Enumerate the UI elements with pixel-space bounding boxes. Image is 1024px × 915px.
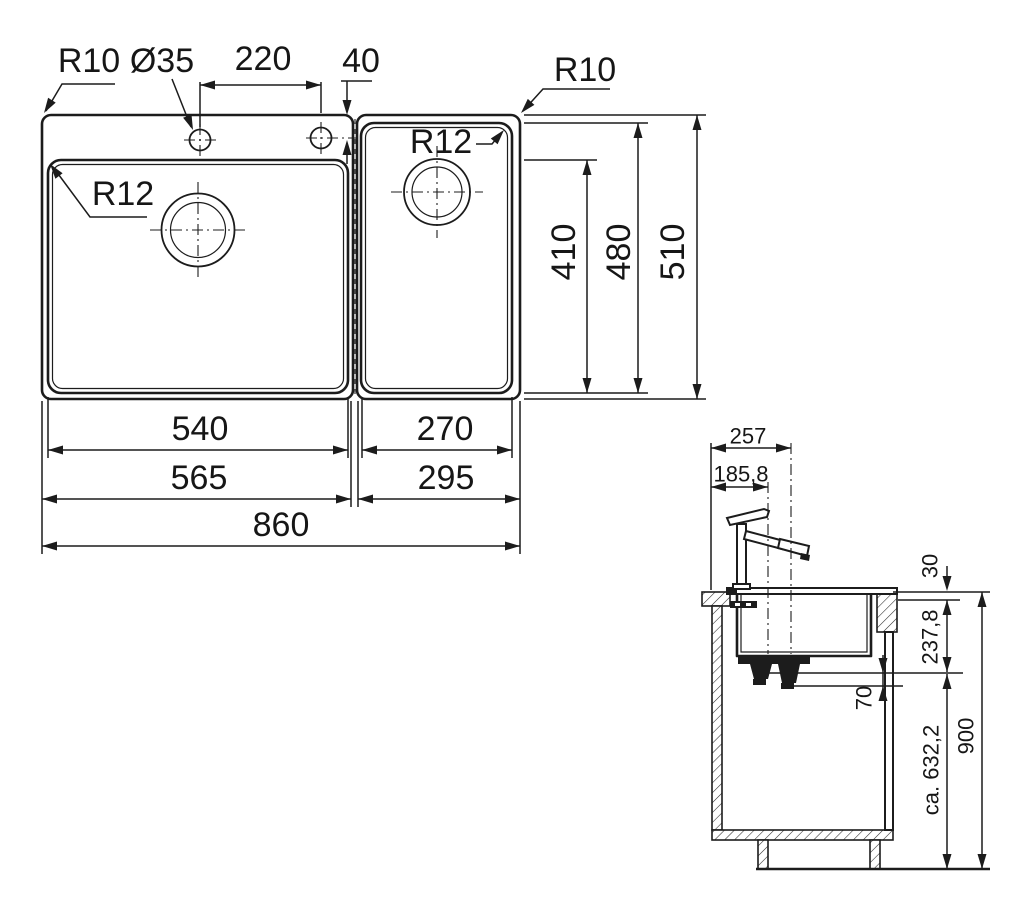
dim-tap-hole-offset: 185,8 bbox=[711, 462, 769, 492]
dim-hole-spacing: 220 bbox=[199, 40, 322, 127]
leader-r12-bowl-right: R12 bbox=[410, 123, 504, 161]
label-hole-diameter: Ø35 bbox=[130, 42, 194, 80]
dim-bowl-depth: 237,8 bbox=[918, 600, 952, 672]
label-unit-left-width: 565 bbox=[171, 459, 228, 497]
leader-r12-bowl-left: R12 bbox=[50, 164, 154, 218]
label-hole-spacing: 220 bbox=[235, 40, 292, 78]
label-bowl-left-depth: 410 bbox=[545, 224, 583, 281]
side-worktop bbox=[701, 591, 898, 633]
label-r10-top-left: R10 bbox=[58, 42, 120, 80]
label-overall-width: 860 bbox=[253, 506, 310, 544]
dim-spout-reach: 257 bbox=[710, 424, 791, 590]
side-drain-assembly bbox=[738, 656, 810, 689]
label-bowl-left-width: 540 bbox=[172, 410, 229, 448]
leader-r10-top-left: R10 bbox=[44, 42, 120, 113]
plan-bowl-left bbox=[46, 158, 350, 395]
label-worktop-height: 900 bbox=[954, 718, 979, 755]
label-rim-height: 30 bbox=[918, 554, 943, 578]
plan-view: R10 Ø35 220 40 bbox=[40, 40, 706, 554]
plan-tap-holes bbox=[184, 122, 357, 156]
label-bowl-right-depth: 480 bbox=[600, 224, 638, 281]
leader-hole-diameter: Ø35 bbox=[130, 42, 194, 130]
side-centerlines bbox=[767, 443, 792, 654]
dim-hole-edge-offset: 40 bbox=[341, 42, 380, 164]
label-r12-bowl-left: R12 bbox=[92, 175, 154, 213]
dim-depths: 410 480 510 bbox=[524, 114, 706, 400]
label-bowl-right-width: 270 bbox=[417, 410, 474, 448]
side-sink-section bbox=[726, 587, 898, 658]
label-r12-bowl-right: R12 bbox=[410, 123, 472, 161]
dim-drain-to-floor: ca. 632,2 bbox=[919, 674, 952, 869]
label-overall-depth: 510 bbox=[654, 224, 692, 281]
label-hole-edge-offset: 40 bbox=[342, 42, 380, 80]
label-tap-hole-offset: 185,8 bbox=[713, 462, 768, 487]
dim-drain-offset: 70 bbox=[852, 655, 888, 710]
label-spout-reach: 257 bbox=[730, 424, 767, 449]
label-drain-to-floor: ca. 632,2 bbox=[919, 725, 944, 816]
side-cabinet bbox=[711, 605, 990, 871]
leader-r10-top-right: R10 bbox=[521, 51, 616, 113]
label-unit-right-width: 295 bbox=[418, 459, 475, 497]
dim-unit-widths: 565 295 bbox=[41, 401, 521, 554]
dim-bowl-widths: 540 270 bbox=[47, 397, 513, 458]
plan-drain-left bbox=[150, 182, 246, 278]
plan-bowl-right bbox=[359, 121, 514, 395]
dim-overall-width: 860 bbox=[42, 506, 520, 551]
side-extension-lines bbox=[758, 591, 990, 687]
plan-drain-right bbox=[391, 146, 483, 238]
side-view: 257 185,8 30 237,8 bbox=[701, 424, 990, 871]
label-bowl-depth: 237,8 bbox=[918, 609, 943, 664]
label-drain-offset: 70 bbox=[852, 686, 877, 710]
label-r10-top-right: R10 bbox=[554, 51, 616, 89]
side-tap bbox=[725, 507, 811, 590]
dim-worktop-height: 900 bbox=[954, 592, 987, 869]
plan-sink-outline bbox=[40, 113, 522, 401]
